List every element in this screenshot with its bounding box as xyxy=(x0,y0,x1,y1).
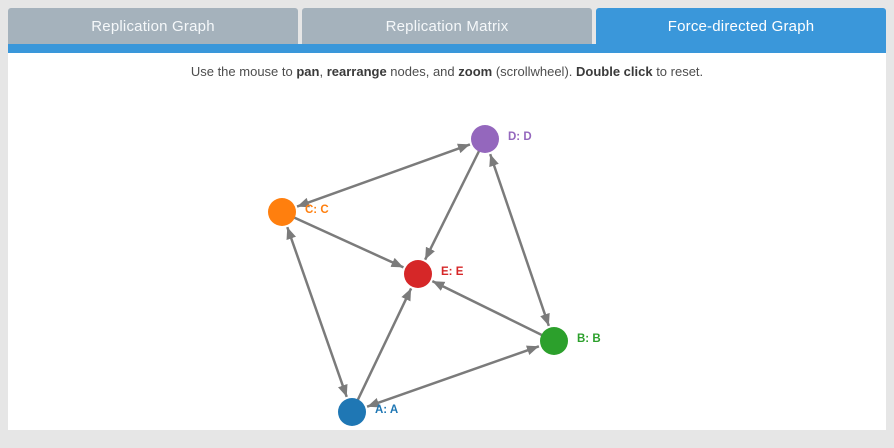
graph-node-label-A: A: A xyxy=(375,404,398,416)
edge-D-E xyxy=(423,138,487,261)
tab-bar: Replication Graph Replication Matrix For… xyxy=(8,8,886,44)
graph-node-D[interactable] xyxy=(471,125,499,153)
active-tab-indicator-bar xyxy=(8,44,886,53)
edge-C-D xyxy=(296,143,471,208)
tab-force-directed-graph[interactable]: Force-directed Graph xyxy=(596,8,886,44)
graph-node-label-D: D: D xyxy=(508,131,532,143)
graph-node-A[interactable] xyxy=(338,398,366,426)
edge-C-E xyxy=(281,210,404,269)
instruction-keyword: Double click xyxy=(576,64,653,79)
instructions-text: Use the mouse to pan, rearrange nodes, a… xyxy=(8,53,886,79)
edge-A-C xyxy=(286,226,348,398)
edge-A-E xyxy=(350,287,413,413)
instruction-keyword: pan xyxy=(296,64,320,79)
instruction-keyword: zoom xyxy=(458,64,493,79)
tab-replication-graph[interactable]: Replication Graph xyxy=(8,8,298,44)
graph-node-C[interactable] xyxy=(268,198,296,226)
graph-node-B[interactable] xyxy=(540,327,568,355)
force-directed-graph-canvas[interactable]: A: A B: B C: C D: D E: E xyxy=(8,53,886,430)
graph-node-label-E: E: E xyxy=(441,266,464,278)
graph-node-label-C: C: C xyxy=(305,204,329,216)
instruction-fragment: , xyxy=(319,64,327,79)
edge-B-E xyxy=(431,279,555,343)
graph-node-E[interactable] xyxy=(404,260,432,288)
edge-B-D xyxy=(488,153,551,327)
instruction-fragment: (scrollwheel). xyxy=(492,64,576,79)
tab-replication-matrix[interactable]: Replication Matrix xyxy=(302,8,592,44)
instruction-keyword: rearrange xyxy=(326,64,387,79)
edge-A-B xyxy=(366,345,540,408)
instruction-fragment: nodes, and xyxy=(386,64,459,79)
content-area: Use the mouse to pan, rearrange nodes, a… xyxy=(8,53,886,430)
instruction-fragment: Use the mouse to xyxy=(190,64,297,79)
graph-node-label-B: B: B xyxy=(577,333,601,345)
instruction-fragment: to reset. xyxy=(652,64,704,79)
